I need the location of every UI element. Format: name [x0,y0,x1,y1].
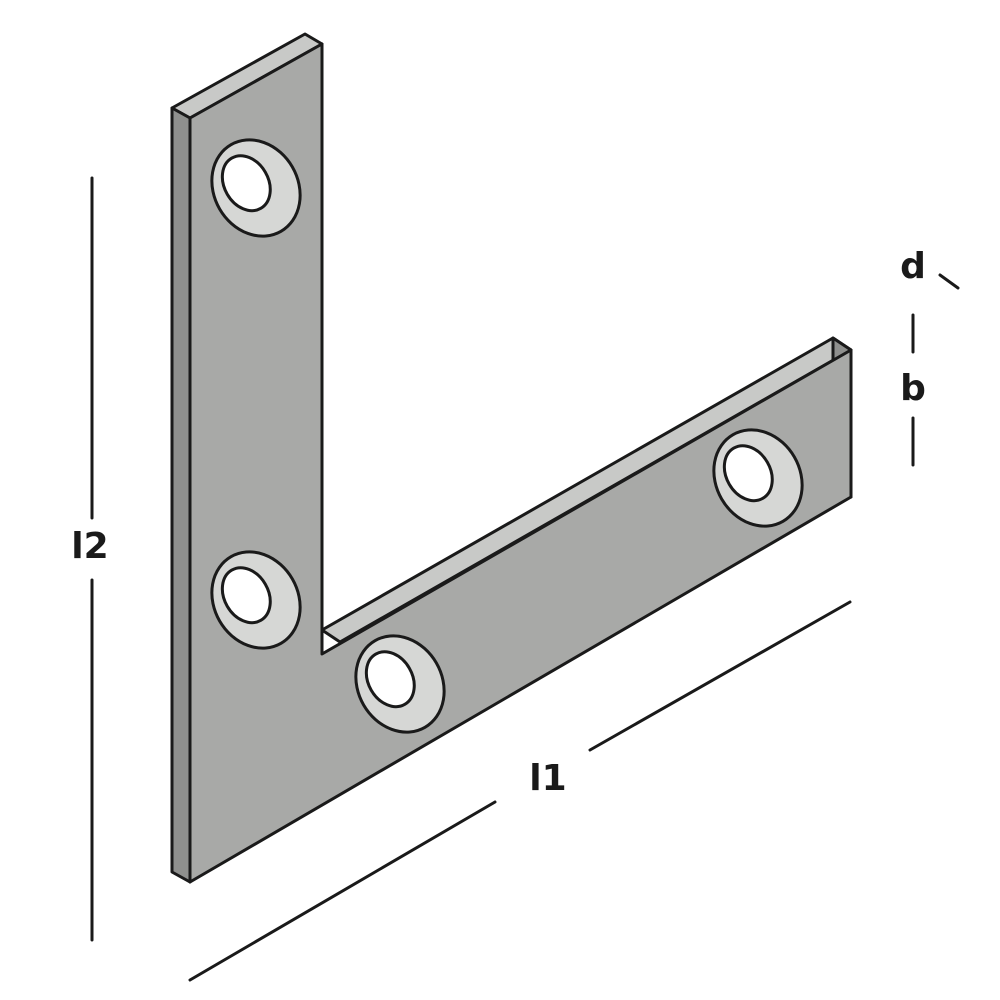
hole-opening [220,566,272,625]
bracket-left-edge [170,106,192,884]
label-d: d [900,246,926,287]
l1-dimension-line-upper [588,600,852,752]
hole-bottom-corner [354,634,446,734]
label-l2: l2 [71,526,108,567]
dimension-labels: l2 l1 d b [71,246,926,799]
l1-dimension-line-lower [188,800,497,982]
hole-opening [220,154,272,213]
hole-middle-left [210,550,302,650]
hole-right [712,428,804,528]
mounting-holes [210,138,804,734]
hole-opening [364,650,416,709]
dimension-lines [90,176,960,982]
d-dimension-line [938,273,960,290]
label-b: b [900,368,926,409]
hole-opening [722,444,774,503]
hole-top [210,138,302,238]
label-l1: l1 [529,758,566,799]
